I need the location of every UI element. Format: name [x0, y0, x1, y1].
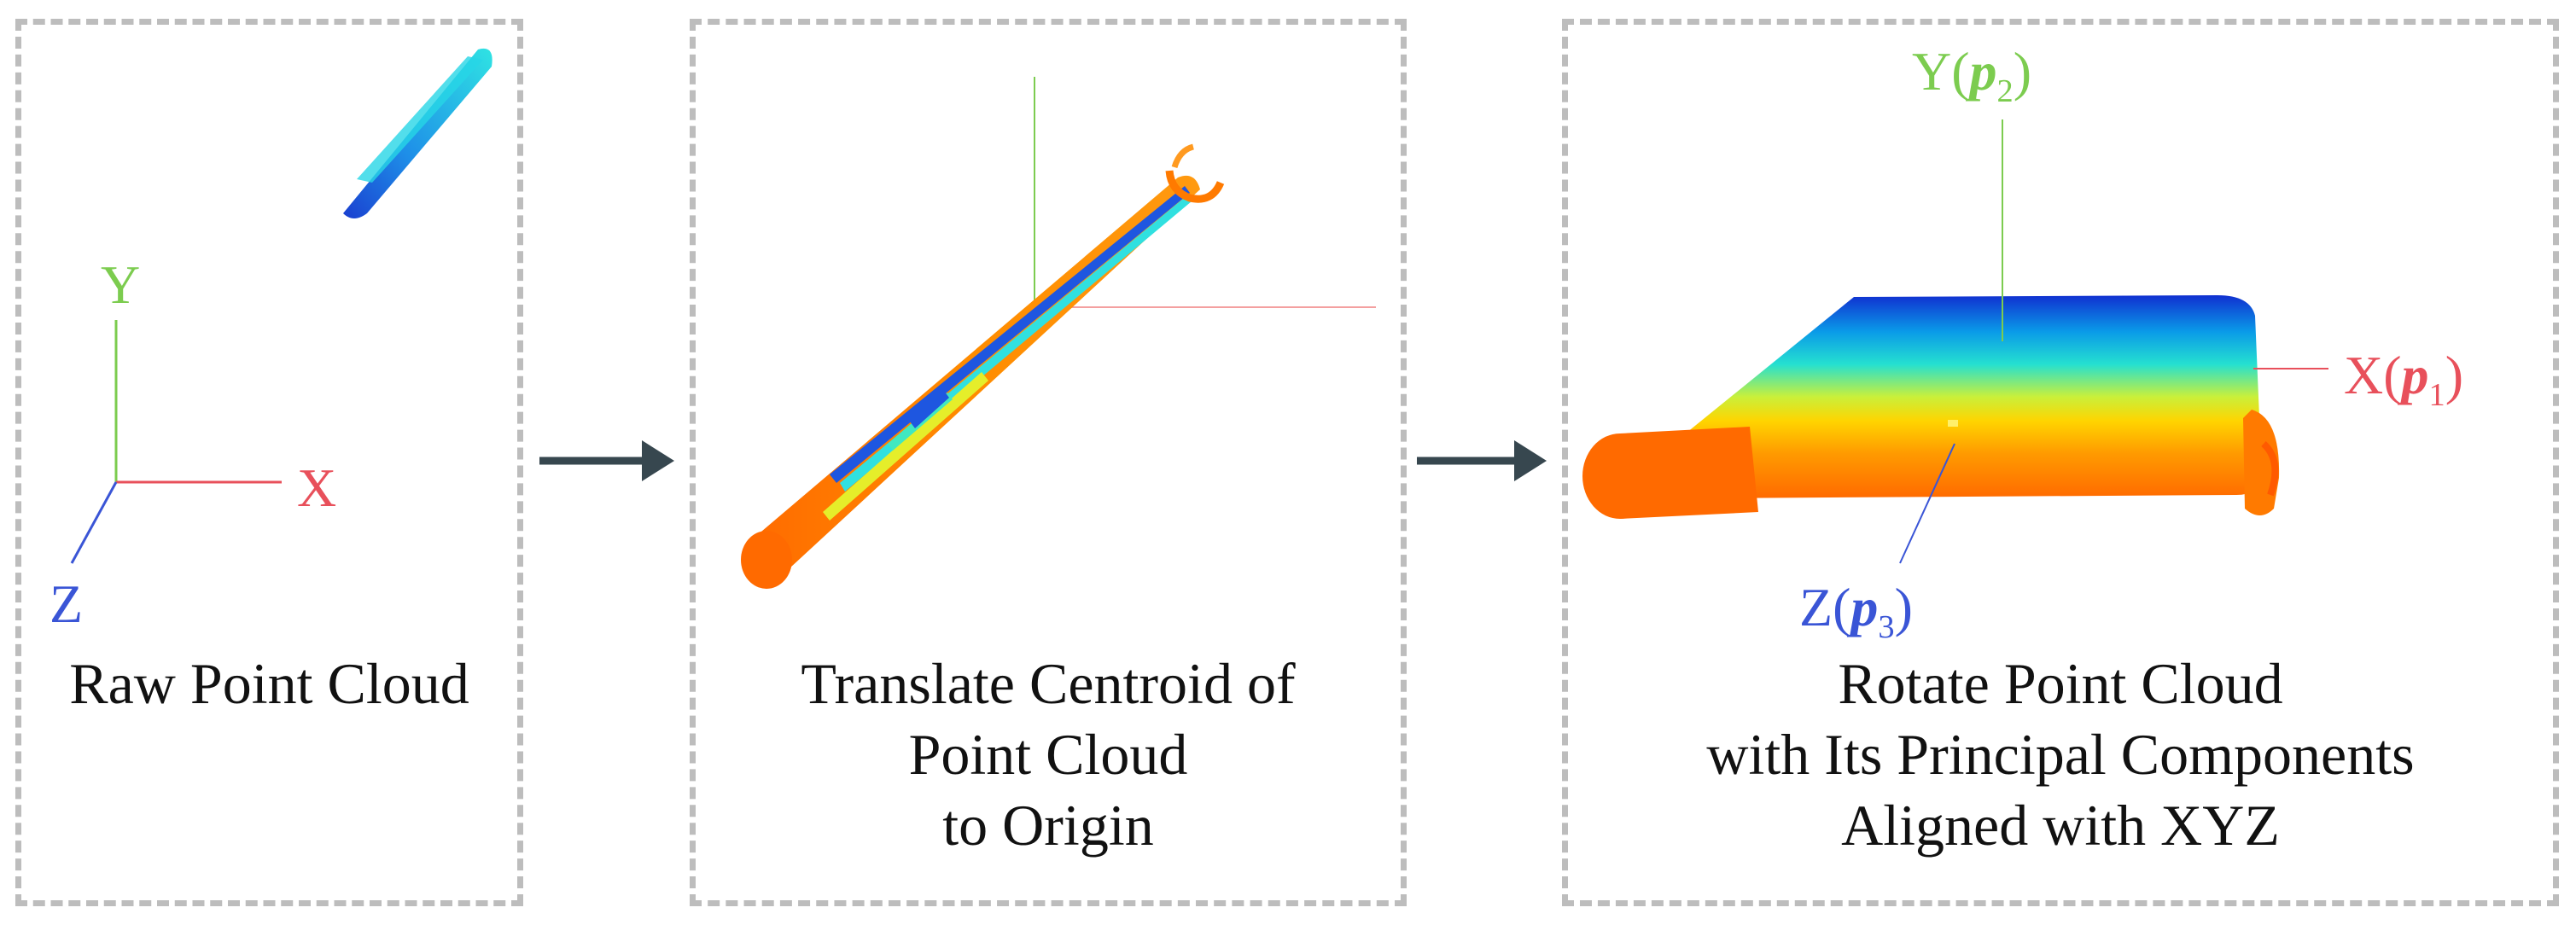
axis-name: X [2344, 345, 2384, 405]
panel-rotate-principal-components [1562, 19, 2559, 906]
axis-label-y-p2: Y(p2) [1912, 41, 2032, 109]
right-arrow-icon [539, 440, 674, 481]
axis-name: Z [1799, 577, 1833, 637]
component-symbol: p [1850, 577, 1879, 637]
caption-translate-centroid: Translate Centroid of Point Cloud to Ori… [690, 649, 1407, 861]
axis-label-z-p3: Z(p3) [1799, 577, 1913, 645]
caption-rotate-principal-components: Rotate Point Cloud with Its Principal Co… [1562, 649, 2559, 861]
caption-line: Translate Centroid of [801, 651, 1296, 716]
axis-label-x-p1: X(p1) [2344, 345, 2464, 413]
caption-line: Point Cloud [908, 721, 1188, 787]
z-axis-line [70, 481, 118, 564]
right-arrow-icon [1417, 440, 1547, 481]
component-symbol: p [2401, 345, 2429, 405]
component-index: 1 [2428, 376, 2445, 413]
caption-line: with Its Principal Components [1706, 721, 2415, 787]
panel-translate-centroid [690, 19, 1407, 906]
axis-label-z: Z [50, 573, 84, 634]
caption-raw-point-cloud: Raw Point Cloud [69, 651, 469, 716]
raw-axes [70, 320, 282, 564]
component-symbol: p [1969, 41, 1997, 102]
axis-name: Y [1912, 41, 1952, 102]
z-axis-line [1899, 443, 1955, 564]
caption-line: Rotate Point Cloud [1838, 651, 2283, 716]
component-index: 2 [1996, 73, 2014, 109]
translated-point-cloud-shape [741, 143, 1225, 589]
panel-raw-point-cloud [15, 19, 523, 906]
principal-axes [1899, 119, 2328, 564]
rotated-point-cloud-shape [1582, 295, 2280, 519]
caption-line: to Origin [942, 792, 1154, 858]
axis-label-x: X [297, 457, 337, 518]
raw-point-cloud-shape [343, 48, 492, 218]
axis-label-y: Y [101, 254, 141, 315]
centroid-axes [1034, 77, 1376, 308]
component-index: 3 [1878, 608, 1895, 645]
caption-line: Aligned with XYZ [1841, 792, 2280, 858]
